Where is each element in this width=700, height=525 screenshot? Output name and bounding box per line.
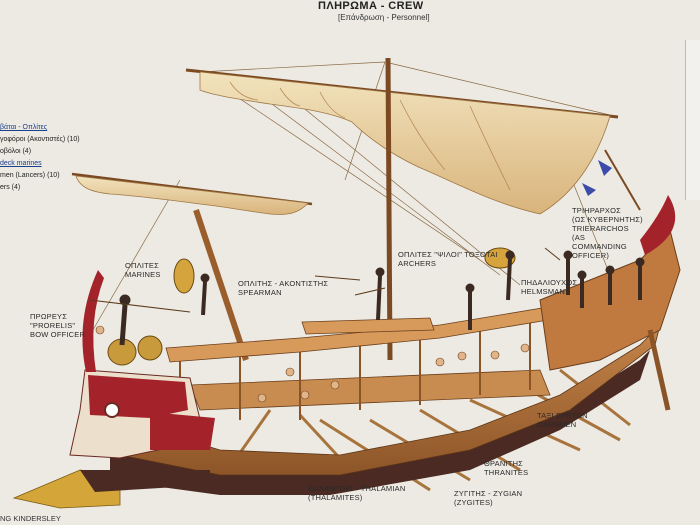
label-helmsman: ΠΗΔΑΛΙΟΥΧΟΣ HELMSMAN (521, 278, 577, 296)
bow-eye (104, 402, 120, 418)
label-text: ΠΡΩΡΕΥΣ "PRORELIS" BOW OFFICER (30, 312, 86, 339)
rowers (95, 325, 530, 403)
fore-mast (193, 209, 249, 361)
label-text: ΘΡΑΝΙΤΗΣ THRANITES (484, 459, 529, 477)
label-text: ΟΠΛΙΤΕΣ MARINES (125, 261, 161, 279)
label-spearman: ΟΠΛΙΤΗΣ - ΑΚΟΝΤΙΣΤΗΣ SPEARMAN (238, 279, 328, 297)
label-oarsmen: ΤΑΞΙ ΕΡΕΤΩΝ OARSMEN (537, 411, 588, 429)
legend-line: οβόλοι (4) (0, 148, 32, 155)
legend-line: men (Lancers) (10) (0, 172, 60, 179)
main-sail (199, 71, 611, 215)
label-text: ΖΥΓΙΤΗΣ - ZYGIAN (ZYGITES) (454, 489, 523, 507)
label-text: ΟΠΛΙΤΗΣ - ΑΚΟΝΤΙΣΤΗΣ SPEARMAN (238, 279, 329, 297)
legend-line: ers (4) (0, 184, 21, 191)
label-text: ΠΗΔΑΛΙΟΥΧΟΣ HELMSMAN (521, 278, 578, 296)
label-trierarch: ΤΡΙΗΡΑΡΧΟΣ (ΩΣ ΚΥΒΕΡΝΗΤΗΣ) TRIERARCHOS (… (572, 206, 643, 260)
label-proreus: ΠΡΩΡΕΥΣ "PRORELIS" BOW OFFICER (30, 312, 85, 339)
publisher-credit: NG KINDERSLEY (0, 514, 61, 523)
label-zygian: ΖΥΓΙΤΗΣ - ZYGIAN (ZYGITES) (454, 489, 522, 507)
fore-sail (75, 175, 309, 215)
legend-line: γοφόροι (Ακοντιστές) (10) (0, 136, 80, 143)
label-text: ΤΑΞΙ ΕΡΕΤΩΝ OARSMEN (537, 411, 588, 429)
outrigger (189, 369, 551, 411)
legend-line: deck marines (0, 160, 42, 167)
crew-figures (119, 250, 645, 346)
stem-post (82, 270, 104, 372)
hull-wale (119, 323, 661, 476)
steering-oar (647, 329, 671, 411)
legend-left: βάται - Οπλίτες γοφόροι (Ακοντιστές) (10… (0, 122, 80, 194)
legend-line: βάται - Οπλίτες (0, 124, 48, 131)
main-mast (385, 57, 393, 361)
bow-red (88, 375, 188, 418)
label-text: ΤΡΙΗΡΑΡΧΟΣ (ΩΣ ΚΥΒΕΡΝΗΤΗΣ) TRIERARCHOS (… (572, 206, 643, 260)
page-title: ΠΛΗΡΩΜΑ - CREW (318, 0, 424, 12)
label-thalamian: ΘΑΛΑΜΙΤΗΣ - THALAMIAN (THALAMITES) (308, 484, 405, 502)
label-marines: ΟΠΛΙΤΕΣ MARINES (125, 261, 161, 279)
right-side-panel (685, 40, 700, 200)
spears (89, 247, 561, 313)
label-thranites: ΘΡΑΝΙΤΗΣ THRANITES (484, 459, 528, 477)
label-archers: ΟΠΛΙΤΕΣ "ΨΙΛΟΙ" ΤΟΞΟΤΑΙ ARCHERS (398, 250, 498, 268)
shields (107, 247, 516, 366)
label-text: ΘΑΛΑΜΙΤΗΣ - THALAMIAN (THALAMITES) (308, 484, 406, 502)
label-text: ΟΠΛΙΤΕΣ "ΨΙΛΟΙ" ΤΟΞΟΤΑΙ ARCHERS (398, 250, 498, 268)
page-subtitle: [Επάνδρωση - Personnel] (338, 13, 430, 22)
